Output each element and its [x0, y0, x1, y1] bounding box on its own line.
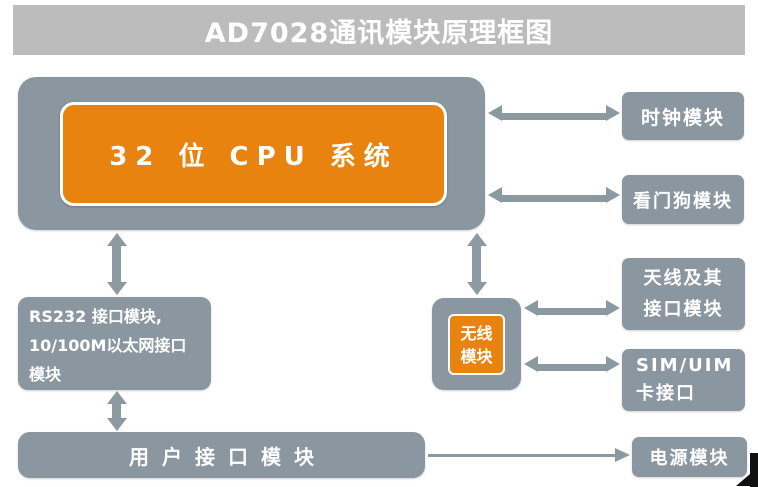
power-module-block: 电源模块	[632, 437, 747, 477]
antenna-line-2: 接口模块	[643, 299, 724, 320]
clock-module-block: 时钟模块	[622, 92, 744, 140]
arrow-wireless-sim-icon	[524, 356, 620, 376]
arrow-wireless-antenna-icon	[524, 300, 620, 320]
arrow-shaft	[537, 308, 607, 315]
arrow-head-left-icon	[524, 356, 538, 372]
diagram-title: AD7028通讯模块原理框图	[204, 17, 554, 49]
arrow-shaft	[501, 113, 607, 120]
arrow-shaft	[501, 195, 607, 202]
cpu-block: 32 位 CPU 系统	[60, 102, 447, 206]
arrow-head-right-icon	[606, 187, 620, 203]
wireless-line-1: 无线	[460, 323, 493, 343]
cpu-block-label: 32 位 CPU 系统	[109, 141, 398, 172]
antenna-interface-block: 天线及其 接口模块	[622, 258, 745, 330]
arrow-head-left-icon	[488, 105, 502, 121]
arrow-shaft	[472, 245, 481, 283]
cursor-artifact-triangle-icon	[736, 474, 750, 486]
wireless-line-2: 模块	[460, 346, 493, 366]
arrow-shaft	[428, 454, 617, 457]
arrow-head-down-icon	[107, 418, 127, 431]
arrow-head-down-icon	[467, 282, 487, 295]
rs232-ethernet-block: RS232 接口模块, 10/100M以太网接口 模块	[18, 297, 211, 390]
arrow-cpu-watchdog-icon	[488, 187, 620, 207]
arrow-cpu-rs232-icon	[107, 233, 127, 295]
rs232-line-3: 模块	[29, 365, 62, 384]
arrow-user-power-icon	[428, 448, 630, 462]
arrow-head-right-icon	[615, 448, 630, 462]
arrow-head-up-icon	[107, 233, 127, 246]
antenna-line-1: 天线及其	[643, 268, 724, 289]
title-banner: AD7028通讯模块原理框图	[13, 5, 745, 55]
clock-module-label: 时钟模块	[640, 106, 725, 129]
arrow-head-down-icon	[107, 282, 127, 295]
arrow-shaft	[112, 403, 121, 419]
arrow-head-up-icon	[467, 233, 487, 246]
arrow-head-right-icon	[606, 356, 620, 372]
user-interface-block: 用户接口模块	[18, 432, 425, 478]
sim-line-1: SIM/UIM	[636, 355, 734, 376]
power-module-label: 电源模块	[649, 448, 730, 469]
arrow-head-up-icon	[107, 391, 127, 404]
arrow-head-right-icon	[606, 105, 620, 121]
sim-line-2: 卡接口	[636, 383, 696, 404]
sim-uim-block: SIM/UIM 卡接口	[622, 349, 745, 411]
arrow-cpu-wireless-icon	[467, 233, 487, 295]
arrow-head-left-icon	[488, 187, 502, 203]
arrow-cpu-clock-icon	[488, 105, 620, 125]
arrow-rs232-user-icon	[107, 391, 127, 431]
wireless-block: 无线 模块	[448, 314, 505, 375]
arrow-shaft	[537, 364, 607, 371]
cursor-artifact-bar	[750, 453, 758, 487]
rs232-line-1: RS232 接口模块,	[29, 307, 162, 326]
arrow-head-right-icon	[606, 300, 620, 316]
rs232-line-2: 10/100M以太网接口	[29, 336, 187, 355]
watchdog-module-label: 看门狗模块	[633, 190, 733, 212]
arrow-shaft	[112, 245, 121, 283]
user-interface-label: 用户接口模块	[129, 444, 327, 469]
watchdog-module-block: 看门狗模块	[622, 175, 744, 224]
arrow-head-left-icon	[524, 300, 538, 316]
